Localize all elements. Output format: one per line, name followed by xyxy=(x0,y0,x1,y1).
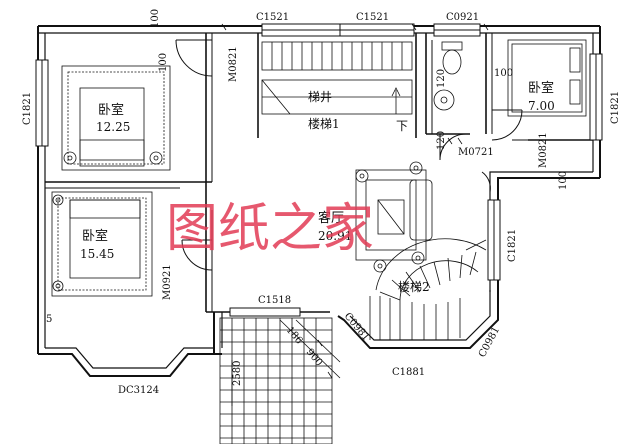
stair1 xyxy=(261,41,413,115)
window-label: C1518 xyxy=(258,295,291,306)
room-name: 卧室 xyxy=(528,80,554,96)
sofa-icon xyxy=(355,161,433,273)
toilet-icon xyxy=(433,41,463,111)
dimension-label: 100 xyxy=(158,53,169,72)
windows xyxy=(35,23,603,317)
dimension-label: 186 xyxy=(284,325,305,347)
dimension-label: 120 xyxy=(436,131,447,150)
stair-well-label: 梯井 xyxy=(308,90,332,104)
room-area: 15.45 xyxy=(80,247,114,261)
dimension-label: 5 xyxy=(46,314,52,325)
doors xyxy=(175,39,523,271)
dimension-label: 900 xyxy=(304,347,325,369)
window-label: C1821 xyxy=(507,229,518,262)
bed-icon xyxy=(51,191,153,297)
window-label: C1521 xyxy=(256,12,289,23)
stair2-label: 楼梯2 xyxy=(398,279,430,294)
dimension-label: 2580 xyxy=(232,361,243,386)
dimension-label: 100 xyxy=(150,9,161,28)
window-label: DC3124 xyxy=(118,385,159,396)
room-name: 卧室 xyxy=(98,102,124,118)
door-label: M0721 xyxy=(458,147,494,158)
watermark-text: 图纸之家 xyxy=(166,199,374,259)
entry-steps xyxy=(219,317,341,444)
room-area: 20.91 xyxy=(318,229,352,243)
window-label: C1881 xyxy=(392,367,425,378)
dimension-label: 120 xyxy=(436,69,447,88)
stair1-label: 楼梯1 xyxy=(308,116,340,131)
dimension-label: 100 xyxy=(558,171,569,190)
stair2 xyxy=(369,238,487,340)
door-label: M0921 xyxy=(162,264,173,300)
door-label: M0821 xyxy=(228,46,239,82)
window-label: C1521 xyxy=(356,12,389,23)
down-label: 下 xyxy=(396,119,408,133)
dimension-label: 100 xyxy=(494,68,513,79)
room-area: 7.00 xyxy=(528,99,555,113)
room-name: 客厅 xyxy=(318,210,344,226)
room-name: 卧室 xyxy=(82,228,108,244)
window-label: C0981 xyxy=(342,311,372,343)
window-label: C0921 xyxy=(446,12,479,23)
room-area: 12.25 xyxy=(96,120,130,134)
window-label: C1821 xyxy=(610,91,621,124)
window-label: C1821 xyxy=(22,92,33,125)
bed-icon xyxy=(507,39,587,117)
door-label: M0821 xyxy=(538,132,549,168)
interior-walls xyxy=(45,33,593,313)
window-label: C0981 xyxy=(477,325,502,359)
dimension-lines xyxy=(221,23,489,406)
bed-icon xyxy=(61,65,171,171)
